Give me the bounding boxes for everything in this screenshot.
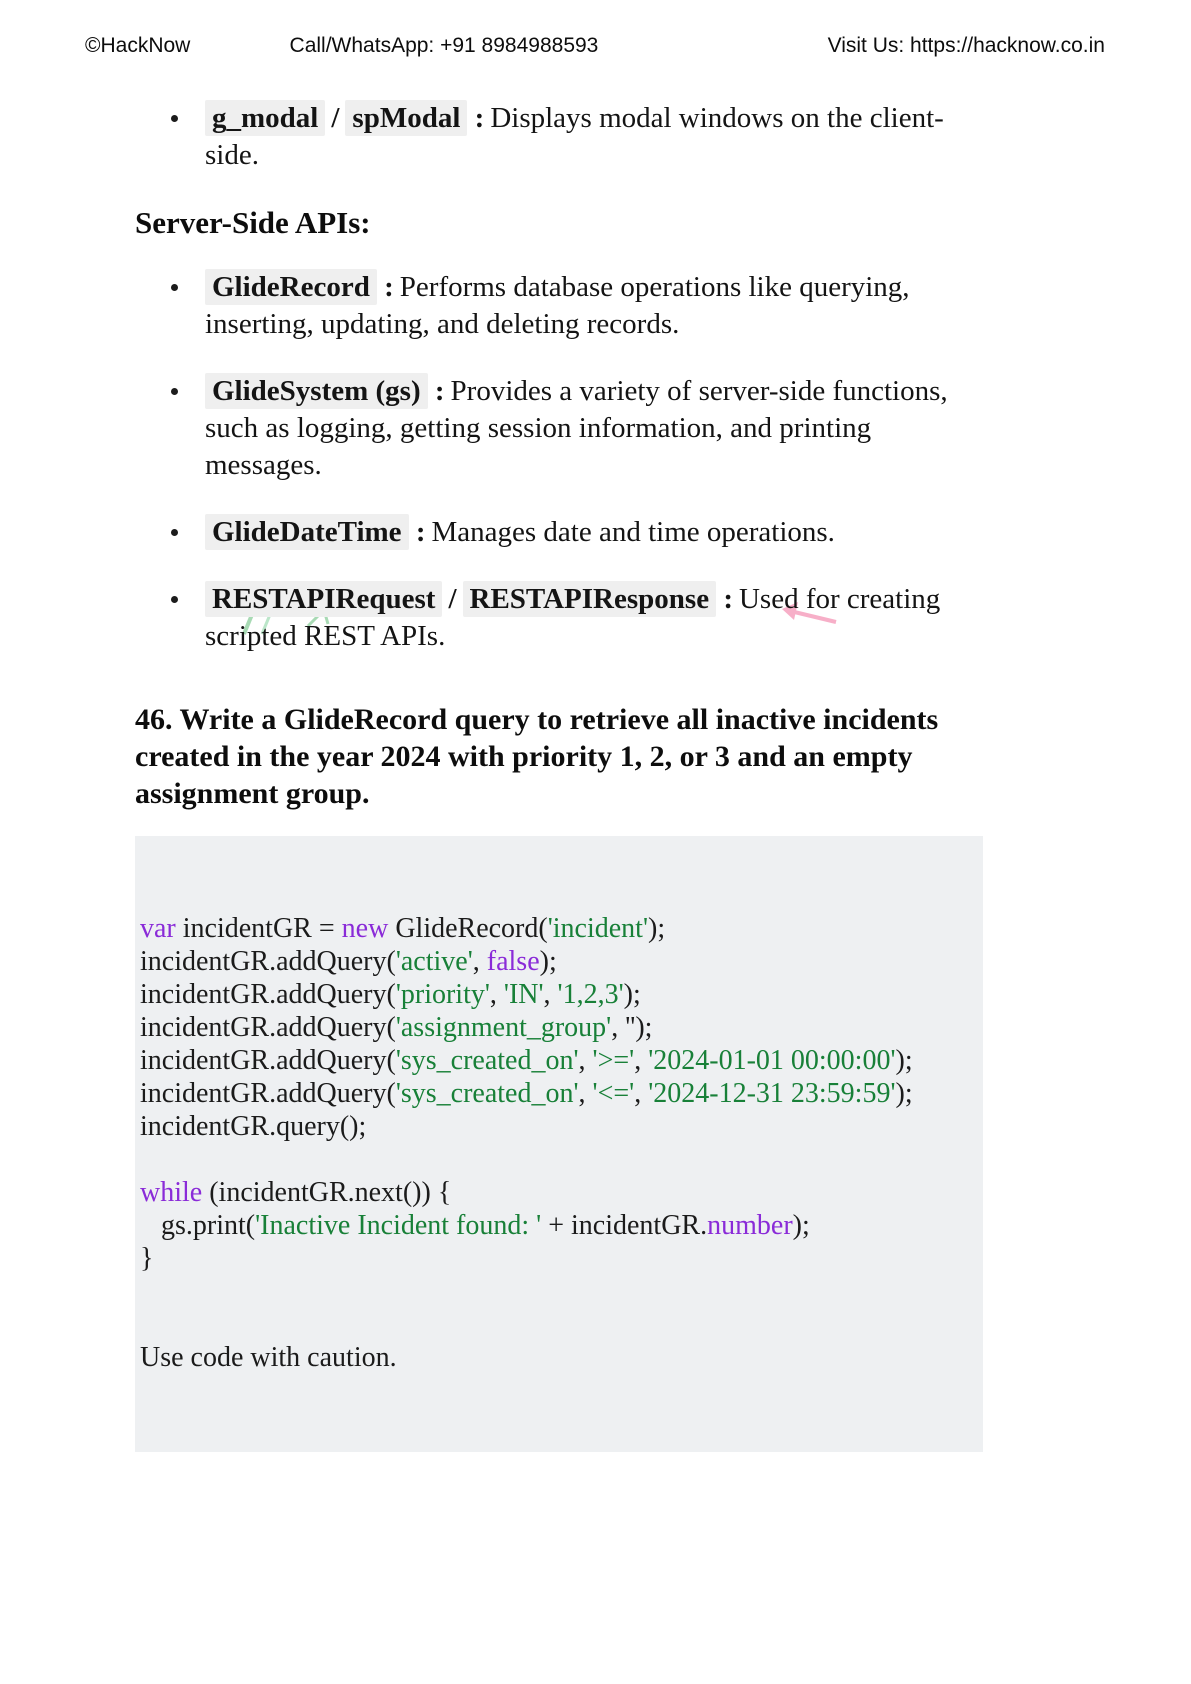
code-string: 'priority' [395, 979, 490, 1010]
api-term: GlideSystem (gs) [205, 373, 428, 409]
page-content: g_modal/spModal :Displays modal windows … [135, 100, 983, 1452]
brand-label: ©HackNow [85, 34, 191, 57]
code-text: (incidentGR.next()) { [202, 1177, 452, 1208]
code-string: 'sys_created_on' [395, 1078, 579, 1109]
code-text: , [489, 979, 504, 1010]
code-text: ); [539, 946, 557, 977]
api-term: spModal [345, 100, 468, 136]
code-text: ); [792, 1210, 810, 1241]
code-text: , [634, 1045, 649, 1076]
contact-label: Call/WhatsApp: +91 8984988593 [289, 34, 599, 57]
code-text: , [578, 1078, 593, 1109]
api-description: Manages date and time operations. [431, 516, 835, 548]
code-text: ); [648, 913, 666, 944]
code-text: , [634, 1078, 649, 1109]
code-keyword: number [707, 1210, 793, 1241]
section-heading: Server-Side APIs: [135, 205, 371, 240]
api-description: Displays modal windows on the client-sid… [205, 102, 944, 171]
code-keyword: false [486, 946, 540, 977]
page-header: ©HackNow Call/WhatsApp: +91 8984988593 V… [85, 34, 1105, 58]
code-string: 'incident' [547, 913, 648, 944]
code-text: incidentGR.addQuery( [140, 1045, 396, 1076]
api-description: Performs database operations like queryi… [205, 271, 910, 340]
code-string: 'sys_created_on' [395, 1045, 579, 1076]
code-keyword: new [341, 913, 389, 944]
code-text: gs.print( [140, 1210, 256, 1241]
client-api-list: g_modal/spModal :Displays modal windows … [135, 100, 983, 174]
term-colon: : [434, 375, 445, 407]
code-text: , [472, 946, 487, 977]
code-string: '2024-12-31 23:59:59' [648, 1078, 896, 1109]
term-colon: : [384, 271, 394, 303]
code-text: , ''); [611, 1012, 653, 1043]
code-text: incidentGR.addQuery( [140, 1078, 396, 1109]
code-text: incidentGR.query(); [140, 1111, 367, 1142]
code-text: ); [895, 1078, 913, 1109]
code-string: 'IN' [503, 979, 544, 1010]
code-text: , [578, 1045, 593, 1076]
code-text: incidentGR.addQuery( [140, 1012, 396, 1043]
code-text: ); [895, 1045, 913, 1076]
term-separator: / [331, 102, 340, 134]
list-item-glidesystem: GlideSystem (gs) :Provides a variety of … [135, 373, 983, 484]
code-text: , [543, 979, 558, 1010]
list-item-glidedatetime: GlideDateTime :Manages date and time ope… [135, 514, 983, 551]
api-term: RESTAPIRequest [205, 581, 443, 617]
code-string: '>=' [592, 1045, 635, 1076]
api-term: g_modal [205, 100, 326, 136]
list-item-restapi: RESTAPIRequest/RESTAPIResponse :Used for… [135, 581, 983, 655]
question-heading: 46. Write a GlideRecord query to retriev… [135, 703, 939, 810]
api-description: Provides a variety of server-side functi… [205, 375, 948, 481]
code-string: '1,2,3' [557, 979, 624, 1010]
code-keyword: var [140, 913, 176, 944]
term-colon: : [415, 516, 426, 548]
server-api-list: GlideRecord :Performs database operation… [135, 269, 983, 655]
code-string: '2024-01-01 00:00:00' [648, 1045, 896, 1076]
list-item-gliderecord: GlideRecord :Performs database operation… [135, 269, 983, 343]
code-text: ); [623, 979, 641, 1010]
api-term: GlideDateTime [205, 514, 409, 550]
code-string: 'assignment_group' [395, 1012, 612, 1043]
list-item-gmodal: g_modal/spModal :Displays modal windows … [135, 100, 983, 174]
code-block: var incidentGR = new GlideRecord('incide… [135, 836, 983, 1452]
code-string: 'Inactive Incident found: ' [255, 1210, 542, 1241]
visit-url[interactable]: Visit Us: https://hacknow.co.in [827, 34, 1105, 57]
code-string: '<=' [592, 1078, 635, 1109]
api-description: Used for creating scripted REST APIs. [205, 583, 941, 652]
code-text: incidentGR = [175, 913, 342, 944]
code-text: incidentGR.addQuery( [140, 946, 396, 977]
code-string: 'active' [395, 946, 473, 977]
code-keyword: while [140, 1177, 203, 1208]
code-text: } [140, 1243, 154, 1274]
api-term: GlideRecord [205, 269, 377, 305]
code-lines: var incidentGR = new GlideRecord('incide… [140, 912, 971, 1275]
term-colon: : [474, 102, 485, 134]
code-text: GlideRecord( [388, 913, 548, 944]
code-text: incidentGR.addQuery( [140, 979, 396, 1010]
code-caution: Use code with caution. [140, 1342, 397, 1373]
term-colon: : [723, 583, 733, 615]
api-term: RESTAPIResponse [462, 581, 717, 617]
term-separator: / [448, 583, 457, 615]
code-text: + incidentGR. [541, 1210, 708, 1241]
